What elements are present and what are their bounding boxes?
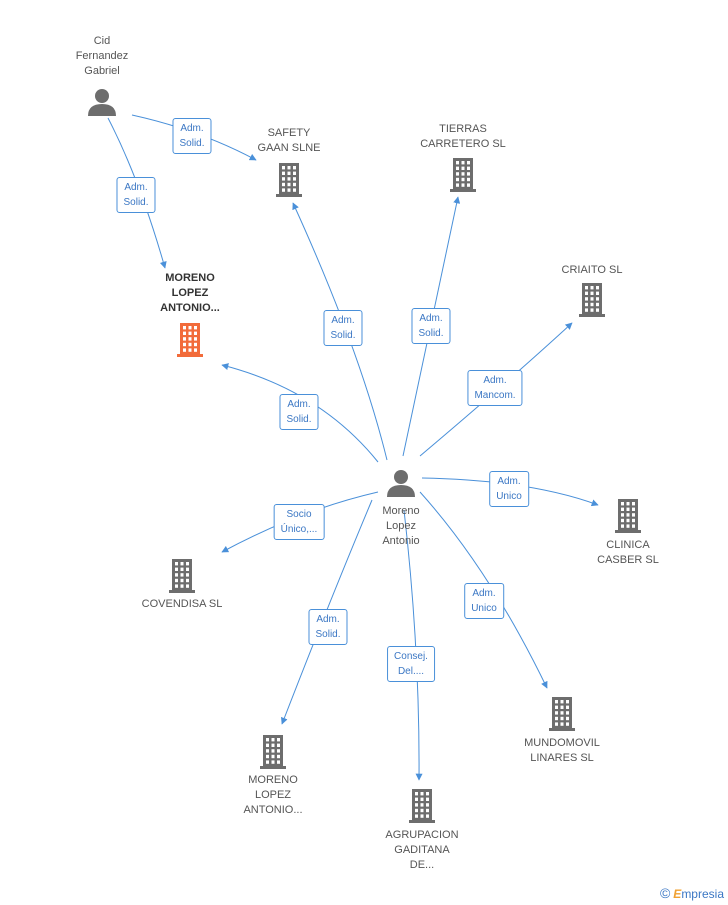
building-icon-tierras[interactable] — [450, 158, 476, 192]
edge-label-e6[interactable]: Adm. Solid. — [279, 394, 319, 430]
building-icon-criaito[interactable] — [579, 283, 605, 317]
node-moreno_bot[interactable]: MORENO LOPEZ ANTONIO... — [213, 773, 333, 818]
node-covendisa[interactable]: COVENDISA SL — [122, 597, 242, 612]
edge-label-e10[interactable]: Adm. Solid. — [308, 609, 348, 645]
node-safety[interactable]: SAFETY GAAN SLNE — [229, 126, 349, 156]
node-label-safety: SAFETY GAAN SLNE — [257, 127, 321, 154]
node-label-mundo: MUNDOMOVIL LINARES SL — [524, 737, 600, 764]
brand-initial: E — [673, 887, 682, 901]
building-icon-moreno_bot[interactable] — [260, 735, 286, 769]
node-label-covendisa: COVENDISA SL — [141, 598, 223, 610]
edge-label-e9[interactable]: Adm. Unico — [464, 583, 504, 619]
building-icon-moreno_top[interactable] — [177, 323, 203, 357]
edge-line-e10 — [281, 499, 373, 725]
node-center[interactable]: Moreno Lopez Antonio — [341, 504, 461, 549]
building-icon-safety[interactable] — [276, 163, 302, 197]
node-label-agrup: AGRUPACION GADITANA DE... — [385, 829, 459, 871]
node-label-center: Moreno Lopez Antonio — [382, 505, 420, 547]
building-icon-covendisa[interactable] — [169, 559, 195, 593]
node-mundo[interactable]: MUNDOMOVIL LINARES SL — [502, 736, 622, 766]
edge-label-e8[interactable]: Socio Único,... — [273, 504, 325, 540]
node-tierras[interactable]: TIERRAS CARRETERO SL — [403, 122, 523, 152]
node-moreno_top[interactable]: MORENO LOPEZ ANTONIO... — [130, 271, 250, 316]
edge-line-e9 — [419, 491, 548, 689]
node-label-tierras: TIERRAS CARRETERO SL — [420, 123, 506, 150]
node-label-clinica: CLINICA CASBER SL — [597, 539, 659, 566]
node-cid[interactable]: Cid Fernandez Gabriel — [42, 34, 162, 79]
node-clinica[interactable]: CLINICA CASBER SL — [568, 538, 688, 568]
copyright-symbol: © — [659, 885, 671, 901]
brand-name: mpresia — [681, 887, 724, 901]
edge-label-e1[interactable]: Adm. Solid. — [172, 118, 212, 154]
edge-line-e11 — [403, 509, 423, 781]
edge-label-e5[interactable]: Adm. Mancom. — [467, 370, 523, 406]
node-label-moreno_bot: MORENO LOPEZ ANTONIO... — [243, 774, 303, 816]
node-criaito[interactable]: CRIAITO SL — [532, 263, 652, 278]
edge-label-e11[interactable]: Consej. Del.... — [387, 646, 435, 682]
node-label-criaito: CRIAITO SL — [561, 264, 623, 276]
person-icon-cid[interactable] — [88, 89, 116, 116]
node-label-cid: Cid Fernandez Gabriel — [75, 35, 129, 77]
edge-label-e7[interactable]: Adm. Unico — [489, 471, 529, 507]
node-agrup[interactable]: AGRUPACION GADITANA DE... — [362, 828, 482, 873]
footer-brand: ©Empresia — [660, 885, 724, 901]
building-icon-mundo[interactable] — [549, 697, 575, 731]
building-icon-clinica[interactable] — [615, 499, 641, 533]
node-label-moreno_top: MORENO LOPEZ ANTONIO... — [160, 272, 220, 314]
edge-label-e4[interactable]: Adm. Solid. — [411, 308, 451, 344]
edge-label-e2[interactable]: Adm. Solid. — [116, 177, 156, 213]
building-icon-agrup[interactable] — [409, 789, 435, 823]
edge-label-e3[interactable]: Adm. Solid. — [323, 310, 363, 346]
person-icon-center[interactable] — [387, 470, 415, 497]
